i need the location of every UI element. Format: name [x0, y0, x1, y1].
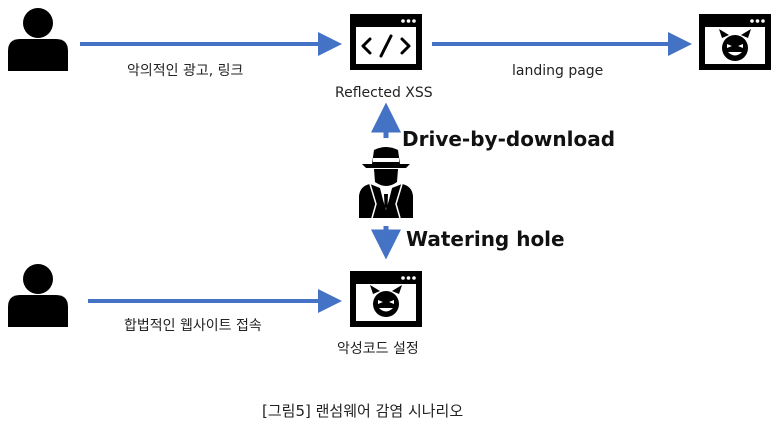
hacker-icon — [359, 147, 413, 219]
figure-caption: [그림5] 랜섬웨어 감염 시나리오 — [262, 402, 464, 420]
label-malware-setup: 악성코드 설정 — [337, 341, 419, 357]
label-watering-hole: Watering hole — [406, 227, 565, 251]
label-legit-site-access: 합법적인 웹사이트 접속 — [124, 318, 262, 334]
code-window-icon — [350, 14, 422, 70]
label-malicious-ads: 악의적인 광고, 링크 — [127, 63, 244, 79]
label-drive-by-download: Drive-by-download — [402, 127, 616, 151]
user-icon-top — [8, 8, 68, 71]
label-landing-page: landing page — [512, 63, 604, 79]
user-icon-bottom — [8, 264, 68, 327]
devil-window-icon-bottom — [350, 271, 422, 327]
devil-window-icon-top — [699, 14, 771, 70]
label-reflected-xss: Reflected XSS — [335, 85, 433, 101]
